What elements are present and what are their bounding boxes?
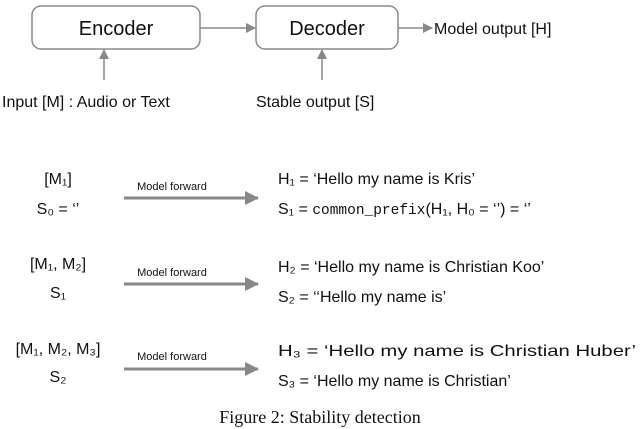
step-3-input: [M₁, M₂, M₃] [16,341,101,358]
step-3-hypothesis: H₃ = ‘Hello my name is Christian Huber’ [278,343,636,360]
step-1-input: [M₁] [44,171,72,188]
step-3-stable-result: S₃ = ‘Hello my name is Christian’ [278,373,511,390]
step-3: [M₁, M₂, M₃] S₂ Model forward H₃ = ‘Hell… [16,341,636,390]
step-3-forward-label: Model forward [137,351,207,363]
encoder-label: Encoder [79,18,154,40]
decoder-label: Decoder [289,18,365,40]
step-1: [M₁] S₀ = ‘’ Model forward H₁ = ‘Hello m… [37,171,531,219]
step-1-forward-label: Model forward [137,181,207,193]
common-prefix-function: common_prefix [312,203,425,219]
model-output-label: Model output [H] [434,21,551,38]
step-1-hypothesis: H₁ = ‘Hello my name is Kris’ [278,171,475,188]
step-2: [M₁, M₂] S₁ Model forward H₂ = ‘Hello my… [30,256,544,306]
input-label: Input [M] : Audio or Text [2,94,170,111]
stable-output-label: Stable output [S] [256,94,374,111]
step-3-stable-in: S₂ [50,369,67,386]
figure-caption: Figure 2: Stability detection [219,407,420,427]
step-1-stable-in: S₀ = ‘’ [37,201,80,218]
step-1-stable-result: S₁ = common_prefix(H₁, H₀ = ‘’) = ‘’ [278,201,531,219]
step-2-stable-result: S₂ = ‘‘Hello my name is’ [278,289,446,306]
step-2-input: [M₁, M₂] [30,256,86,273]
step-2-hypothesis: H₂ = ‘Hello my name is Christian Koo’ [278,259,544,276]
step-2-forward-label: Model forward [137,267,207,279]
step-2-stable-in: S₁ [50,285,66,302]
